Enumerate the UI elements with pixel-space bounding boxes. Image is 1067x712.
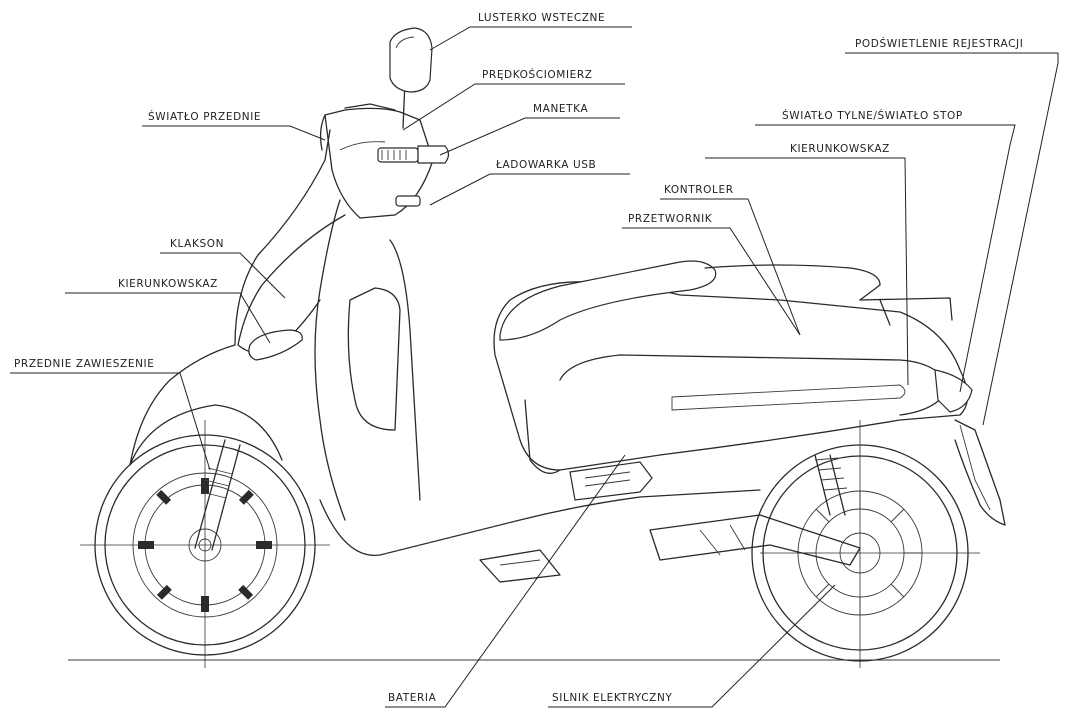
front-indicator-lamp xyxy=(248,329,303,361)
label-front-indicator: KIERUNKOWSKAZ xyxy=(118,278,218,290)
label-battery: BATERIA xyxy=(388,692,437,704)
label-tail-stop-light: ŚWIATŁO TYLNE/ŚWIATŁO STOP xyxy=(782,109,963,122)
leader-controller xyxy=(660,198,801,336)
label-converter: PRZETWORNIK xyxy=(628,213,713,225)
front-apron xyxy=(129,129,331,466)
leader-horn xyxy=(160,252,286,299)
headset xyxy=(319,103,450,219)
leader-tail-light xyxy=(755,124,1016,393)
front-wheel xyxy=(80,420,330,668)
scooter-drawing xyxy=(68,27,1006,668)
label-rear-indicator: KIERUNKOWSKAZ xyxy=(790,143,890,155)
leader-battery xyxy=(385,454,626,708)
label-controller: KONTROLER xyxy=(664,184,734,196)
label-front-suspension: PRZEDNIE ZAWIESZENIE xyxy=(14,358,154,370)
label-usb-charger: ŁADOWARKA USB xyxy=(495,159,596,171)
label-plate-light: PODŚWIETLENIE REJESTRACJI xyxy=(855,37,1023,50)
front-fork xyxy=(129,404,283,551)
label-electric-motor: SILNIK ELEKTRYCZNY xyxy=(552,692,672,704)
leader-front-suspension xyxy=(10,372,211,471)
rear-wheel xyxy=(751,420,980,668)
battery-box xyxy=(569,461,653,501)
tail-light xyxy=(934,369,973,413)
leader-mirror xyxy=(429,26,632,51)
rear-shock xyxy=(814,454,846,516)
seat xyxy=(499,260,717,341)
leader-rear-indicator xyxy=(705,157,909,386)
leader-front-indicator xyxy=(65,292,271,344)
label-speedometer: PRĘDKOŚCIOMIERZ xyxy=(482,68,593,81)
plate-holder xyxy=(954,419,1006,526)
leader-plate-light xyxy=(845,52,1059,426)
rear-rack xyxy=(859,297,953,326)
mirror xyxy=(389,27,433,129)
label-front-light: ŚWIATŁO PRZEDNIE xyxy=(148,110,261,123)
frame-floor xyxy=(319,489,761,556)
leader-motor xyxy=(548,584,836,708)
leader-lines xyxy=(10,26,1059,708)
leader-front-light xyxy=(142,125,326,141)
swingarm xyxy=(649,514,861,566)
label-horn: KLAKSON xyxy=(170,238,224,250)
leader-throttle xyxy=(439,117,620,156)
label-throttle: MANETKA xyxy=(533,103,588,115)
throttle-grip xyxy=(417,145,450,164)
leader-speedometer xyxy=(402,83,625,131)
leader-converter xyxy=(622,227,801,336)
part-labels: LUSTERKO WSTECZNE PRĘDKOŚCIOMIERZ MANETK… xyxy=(14,12,1023,704)
leader-usb xyxy=(429,173,630,206)
label-mirror: LUSTERKO WSTECZNE xyxy=(478,12,605,24)
rear-body-cover xyxy=(493,281,969,471)
